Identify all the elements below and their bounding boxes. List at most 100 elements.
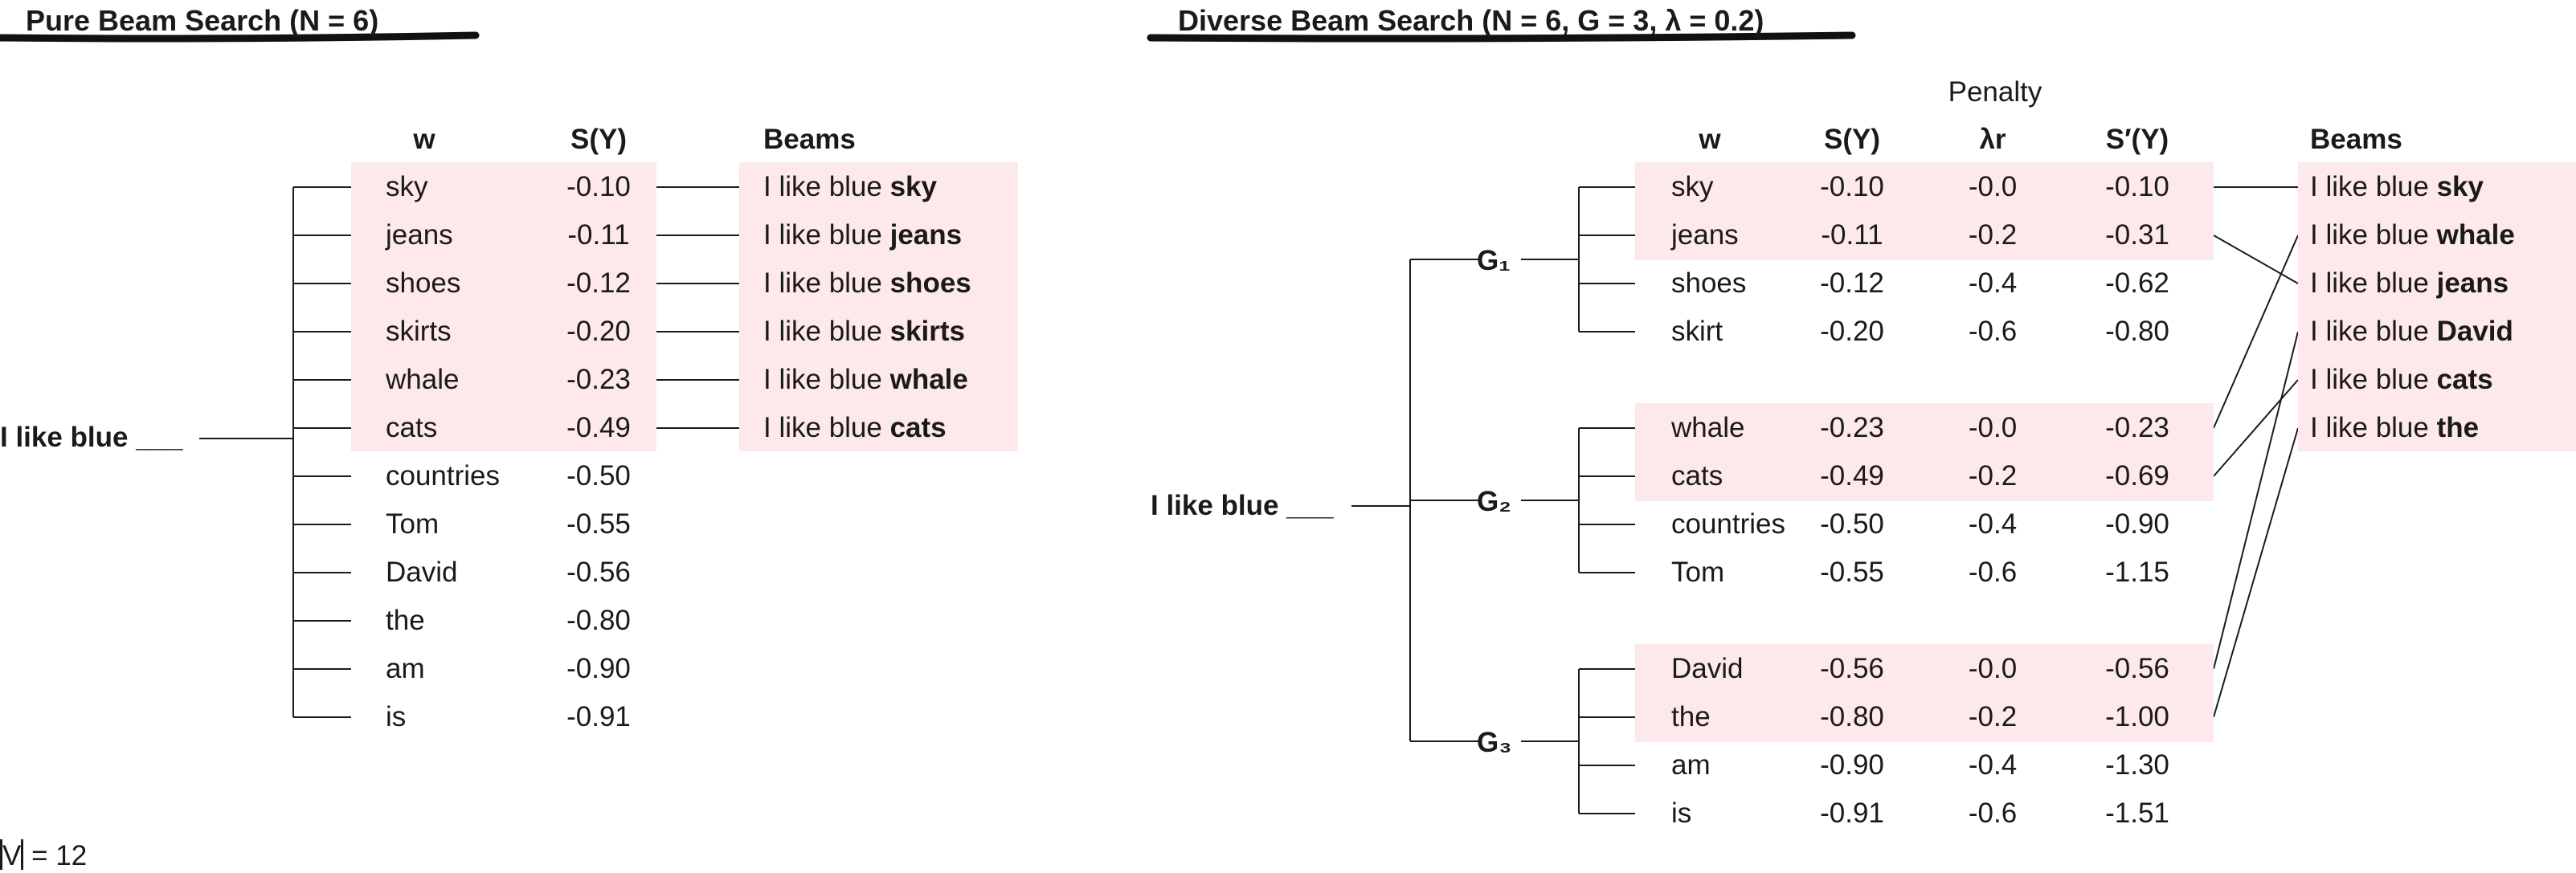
beam-word: the [2436, 412, 2480, 443]
right-word: sky [1671, 171, 1714, 202]
left-score: -0.91 [566, 701, 631, 732]
right-word: Tom [1671, 557, 1725, 588]
group-label-g3: G₃ [1477, 727, 1512, 758]
beam-word: David [2436, 316, 2513, 347]
left-score: -0.23 [566, 364, 631, 395]
right-score: -0.56 [1820, 653, 1884, 684]
beam-prefix: I like blue [763, 316, 890, 347]
beam-word: cats [2436, 364, 2493, 395]
right-penalty: -0.2 [1968, 219, 2018, 251]
left-beam-item: I like blue jeans [763, 221, 962, 249]
right-score: -0.50 [1820, 508, 1884, 540]
right-header-w: w [1699, 124, 1721, 155]
penalty-label: Penalty [1948, 76, 2042, 108]
beam-prefix: I like blue [763, 364, 890, 395]
left-word: whale [386, 364, 460, 395]
right-penalty: -0.0 [1968, 412, 2018, 443]
right-beam-item: I like blue jeans [2310, 269, 2509, 297]
right-header-adjusted-score: S′(Y) [2105, 124, 2169, 155]
left-word: cats [386, 412, 438, 443]
beam-prefix: I like blue [2310, 171, 2437, 202]
right-title: Diverse Beam Search (N = 6, G = 3, λ = 0… [1178, 4, 1764, 37]
left-title-underline [0, 31, 480, 43]
left-root-prompt: I like blue ___ [0, 422, 183, 453]
left-word: is [386, 701, 407, 732]
left-selected-words-highlight [351, 162, 656, 451]
right-beam-link [2213, 427, 2299, 718]
right-adjusted-score: -0.90 [2105, 508, 2169, 540]
right-penalty: -0.6 [1968, 316, 2018, 347]
left-title: Pure Beam Search (N = 6) [26, 4, 379, 37]
right-penalty: -0.2 [1968, 701, 2018, 732]
right-root-prompt: I like blue ___ [1151, 490, 1334, 521]
right-penalty: -0.4 [1968, 508, 2018, 540]
right-word: the [1671, 701, 1711, 732]
group-2-selected-highlight [1635, 403, 2214, 501]
left-word: am [386, 653, 425, 684]
beam-word: sky [2436, 171, 2484, 202]
group-3-selected-highlight [1635, 644, 2214, 742]
right-beam-item: I like blue sky [2310, 173, 2484, 201]
right-header-score: S(Y) [1824, 124, 1880, 155]
beam-prefix: I like blue [763, 171, 890, 202]
left-word: skirts [386, 316, 452, 347]
right-adjusted-score: -0.80 [2105, 316, 2169, 347]
right-beam-item: I like blue cats [2310, 365, 2493, 394]
right-score: -0.55 [1820, 557, 1884, 588]
left-beam-item: I like blue sky [763, 173, 937, 201]
right-word: is [1671, 798, 1692, 829]
left-score: -0.10 [566, 171, 631, 202]
right-adjusted-score: -0.31 [2105, 219, 2169, 251]
right-beam-link [2213, 235, 2299, 429]
right-beam-link [2213, 331, 2299, 670]
left-word: the [386, 605, 425, 636]
right-penalty: -0.4 [1968, 267, 2018, 299]
beam-word: cats [889, 412, 947, 443]
left-word: shoes [386, 267, 461, 299]
beam-prefix: I like blue [2310, 364, 2437, 395]
right-header-beams: Beams [2310, 124, 2402, 155]
group-label-g1: G₁ [1477, 245, 1511, 276]
right-beams-highlight [2298, 162, 2576, 451]
beam-word: sky [889, 171, 937, 202]
left-beams-highlight [739, 162, 1018, 451]
right-score: -0.11 [1821, 219, 1883, 251]
beam-word: jeans [2436, 267, 2509, 299]
left-word: David [386, 557, 458, 588]
vocab-size: V = 12 [0, 839, 87, 872]
right-adjusted-score: -1.00 [2105, 701, 2169, 732]
right-score: -0.12 [1820, 267, 1884, 299]
beam-prefix: I like blue [2310, 316, 2437, 347]
right-penalty: -0.6 [1968, 798, 2018, 829]
left-score: -0.12 [566, 267, 631, 299]
left-word: sky [386, 171, 428, 202]
left-beam-item: I like blue cats [763, 414, 947, 442]
right-word: whale [1671, 412, 1745, 443]
left-beam-item: I like blue shoes [763, 269, 971, 297]
right-adjusted-score: -0.23 [2105, 412, 2169, 443]
beam-prefix: I like blue [2310, 219, 2437, 251]
left-score: -0.55 [566, 508, 631, 540]
right-adjusted-score: -1.51 [2105, 798, 2169, 829]
right-word: skirt [1671, 316, 1723, 347]
right-word: shoes [1671, 267, 1747, 299]
right-adjusted-score: -0.56 [2105, 653, 2169, 684]
right-word: countries [1671, 508, 1786, 540]
beam-word: jeans [889, 219, 963, 251]
right-beam-item: I like blue the [2310, 414, 2479, 442]
left-beam-item: I like blue whale [763, 365, 968, 394]
right-score: -0.10 [1820, 171, 1884, 202]
left-score: -0.80 [566, 605, 631, 636]
left-beam-item: I like blue skirts [763, 317, 965, 345]
vocab-symbol: V [2, 840, 22, 871]
beam-word: whale [2436, 219, 2515, 251]
beam-prefix: I like blue [2310, 412, 2437, 443]
left-header-w: w [413, 124, 435, 155]
right-beam-link [2213, 235, 2299, 284]
right-beam-item: I like blue David [2310, 317, 2513, 345]
beam-word: skirts [889, 316, 965, 347]
right-adjusted-score: -1.30 [2105, 749, 2169, 781]
right-penalty: -0.0 [1968, 171, 2018, 202]
left-score: -0.90 [566, 653, 631, 684]
